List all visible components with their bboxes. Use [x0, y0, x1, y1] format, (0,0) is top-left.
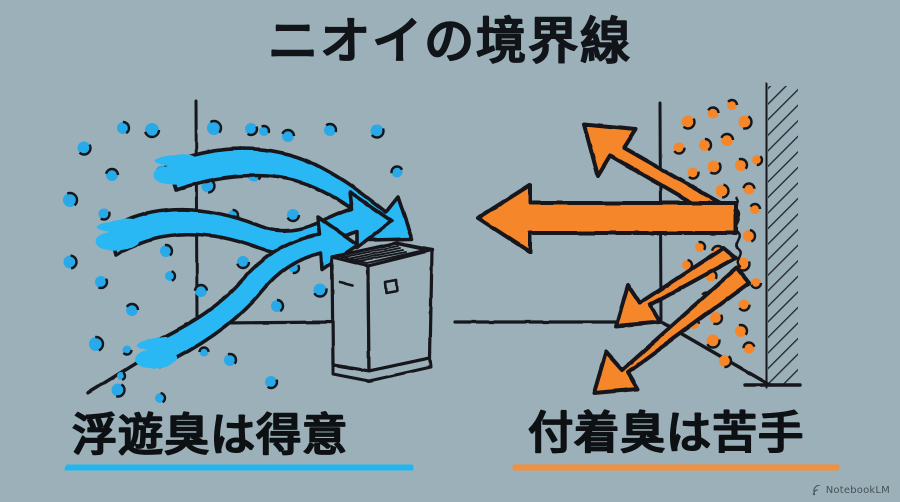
rebound-arrow-group — [476, 122, 751, 395]
floating-odor-particle — [193, 283, 209, 299]
floating-odor-particle — [205, 119, 223, 137]
rebound-arrow — [614, 246, 738, 328]
air-purifier — [330, 241, 434, 383]
floating-odor-particle — [263, 374, 279, 390]
adhered-odor-particle — [717, 353, 733, 369]
adhered-odor-particle — [705, 333, 721, 349]
left-floor-line — [218, 320, 338, 325]
floating-odor-particle — [115, 120, 131, 136]
adhered-odor-particle — [686, 166, 700, 180]
purifier-handle-slot — [338, 280, 354, 287]
floating-odor-particle — [143, 121, 161, 139]
adhered-odor-particle — [706, 106, 720, 120]
purifier-base — [331, 356, 433, 383]
floating-odor-particle — [312, 282, 328, 298]
adhered-odor-particle — [737, 298, 751, 312]
adhered-odor-particle — [741, 228, 757, 244]
floating-odor-particle — [390, 165, 404, 179]
adhered-odor-particle — [680, 258, 694, 272]
floating-odor-particle — [76, 140, 92, 156]
purifier-side-face — [366, 248, 434, 373]
floating-odor-particle — [61, 191, 79, 209]
floating-odor-particle — [97, 207, 111, 221]
floating-odor-particle — [110, 382, 126, 398]
floating-odor-particle — [222, 352, 238, 368]
caption-highlights — [64, 457, 840, 478]
adhered-odor-particle — [748, 202, 762, 216]
adhered-odor-particle — [680, 114, 696, 130]
floating-odor-particle — [280, 128, 296, 144]
floating-odor-particle — [198, 346, 210, 358]
floating-odor-particle — [243, 121, 259, 137]
floating-odor-particle — [62, 254, 78, 270]
purifier-grille — [338, 243, 425, 264]
adhered-odor-particle — [719, 132, 735, 148]
adhered-odor-particle — [742, 341, 756, 355]
floating-odor-particle — [87, 335, 105, 353]
adhered-odor-particle — [706, 159, 722, 175]
wall-impact-squiggle — [733, 196, 742, 269]
rebound-arrow — [476, 183, 738, 254]
watermark-label: NotebookLM — [825, 485, 890, 496]
right-caption-highlight — [512, 457, 840, 475]
adhered-odor-particle — [737, 114, 753, 130]
adhered-odor-particle — [742, 182, 756, 196]
floating-odor-particle — [269, 298, 285, 314]
floating-odor-particle — [104, 167, 120, 183]
adhered-odor-particle — [697, 137, 713, 153]
floating-odor-particle — [235, 254, 251, 270]
airflow-arrow-group — [95, 146, 414, 369]
adhered-odor-particle — [733, 323, 749, 339]
floating-odor-particle — [158, 243, 174, 259]
floating-odor-particle — [124, 302, 140, 318]
adhered-odor-particle — [749, 276, 763, 290]
floating-odor-particle — [322, 122, 338, 138]
floating-odor-particle — [285, 207, 301, 223]
airflow-brush-tail — [95, 154, 198, 369]
left-caption-highlight — [64, 460, 414, 478]
airflow-arrow — [166, 146, 414, 242]
purifier-front-face — [330, 255, 371, 373]
floating-odor-particle — [153, 391, 167, 405]
adhered-odor-particle — [750, 153, 764, 167]
floating-odor-particle-group — [61, 119, 404, 405]
floating-odor-particle — [369, 123, 385, 139]
floating-odor-particle — [257, 124, 271, 138]
rebound-arrow — [592, 266, 751, 395]
adhered-odor-particle — [733, 157, 749, 173]
floating-odor-particle — [93, 274, 109, 290]
adhered-odor-particle — [693, 240, 707, 254]
hatched-wall — [763, 82, 798, 389]
notebooklm-icon — [812, 485, 823, 496]
floating-odor-particle — [121, 344, 133, 356]
adhered-odor-particle — [714, 183, 730, 199]
watermark: NotebookLM — [812, 485, 890, 496]
floating-odor-particle — [115, 370, 127, 382]
floating-odor-particle — [163, 269, 177, 283]
adhered-odor-particle — [725, 98, 739, 112]
purifier-button — [383, 278, 399, 295]
adhered-odor-particle — [708, 310, 724, 326]
adhered-odor-particle — [672, 141, 686, 155]
